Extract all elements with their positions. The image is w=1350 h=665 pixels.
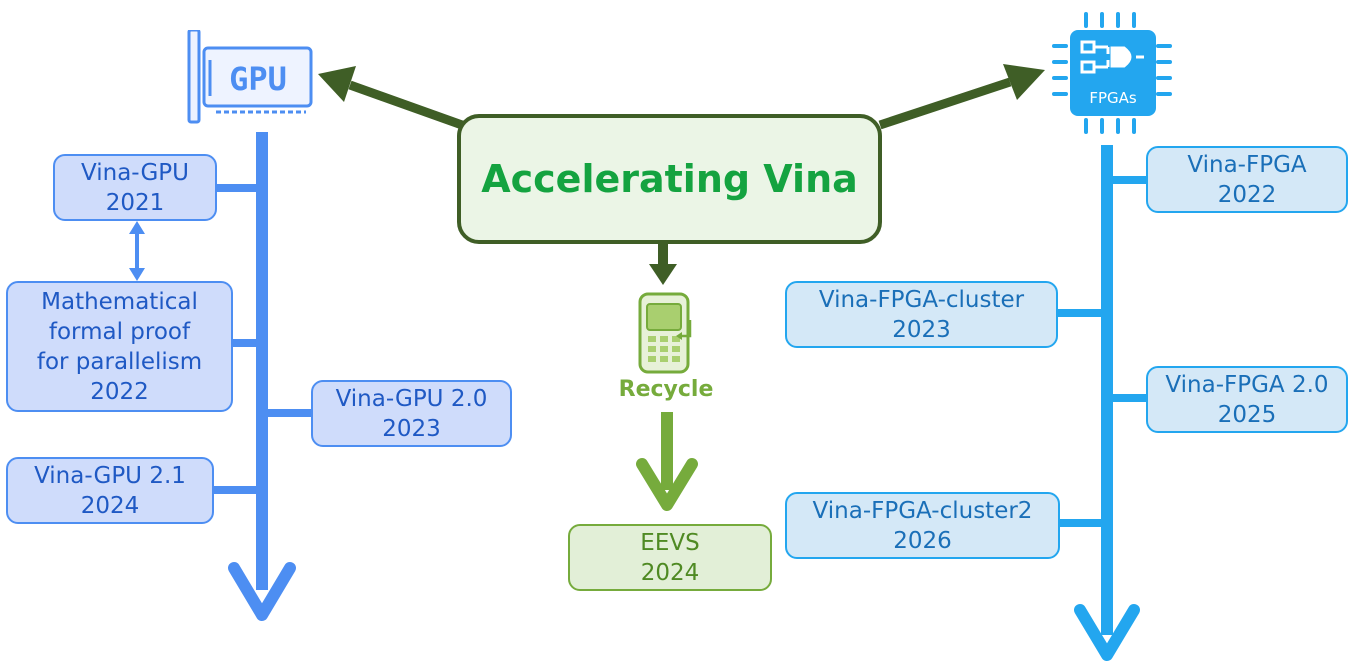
gpu-item-text-line: for parallelism — [36, 348, 203, 375]
arrow-to-gpu-head — [318, 66, 356, 102]
gpu-item-year: 2022 — [90, 378, 149, 405]
gpu-item-year: 2021 — [105, 189, 165, 216]
fpga-item-name: Vina-FPGA-cluster — [818, 286, 1025, 313]
fpga-item-name: Vina-FPGA — [1187, 151, 1307, 178]
recycle-item-eevs: EEVS 2024 — [568, 524, 772, 591]
fpga-icon-label: FPGAs — [1089, 89, 1137, 107]
gpu-timeline-arrowhead — [228, 562, 296, 621]
center-title: Accelerating Vina — [481, 157, 858, 201]
fpga-item-name: Vina-FPGA-cluster2 — [812, 497, 1033, 524]
gpu-item-text-line: Mathematical — [41, 288, 198, 315]
fpga-item-vina-fpga-2-0: Vina-FPGA 2.0 2025 — [1146, 366, 1348, 433]
fpga-item-year: 2022 — [1217, 181, 1277, 208]
fpga-item-vina-fpga-cluster: Vina-FPGA-cluster 2023 — [785, 281, 1058, 348]
recycle-phone-icon: Recycle — [619, 292, 714, 402]
center-title-box: Accelerating Vina — [457, 114, 882, 244]
recycle-item-year: 2024 — [640, 559, 700, 586]
gpu-item-name: Vina-GPU — [81, 159, 189, 186]
fpga-item-year: 2025 — [1217, 401, 1277, 428]
gpu-link-arrowhead-up — [129, 221, 145, 234]
gpu-icon-label: GPU — [229, 60, 287, 98]
arrow-to-fpga-head — [1003, 64, 1045, 100]
gpu-item-vina-gpu-2-0: Vina-GPU 2.0 2023 — [311, 380, 512, 447]
fpga-item-year: 2023 — [892, 316, 951, 343]
recycle-to-eevs-arrowhead — [636, 458, 698, 511]
gpu-item-year: 2024 — [80, 492, 140, 519]
gpu-item-text-line: formal proof — [48, 318, 191, 345]
fpga-item-vina-fpga-cluster2: Vina-FPGA-cluster2 2026 — [785, 492, 1060, 559]
fpga-timeline-arrowhead — [1074, 604, 1140, 661]
gpu-card-icon: GPU — [187, 30, 313, 124]
arrow-to-gpu-shaft — [348, 80, 464, 130]
fpga-chip-icon: FPGAs — [1052, 12, 1172, 134]
gpu-link-arrowhead-down — [129, 268, 145, 281]
recycle-icon-label: Recycle — [619, 377, 714, 402]
gpu-item-year: 2023 — [382, 415, 441, 442]
gpu-item-formal-proof: Mathematical formal proof for parallelis… — [6, 281, 233, 412]
gpu-item-name: Vina-GPU 2.0 — [335, 385, 488, 412]
arrow-to-fpga-shaft — [878, 77, 1012, 130]
gpu-item-vina-gpu: Vina-GPU 2021 — [53, 154, 217, 221]
fpga-item-name: Vina-FPGA 2.0 — [1165, 371, 1329, 398]
fpga-item-year: 2026 — [893, 527, 952, 554]
gpu-item-name: Vina-GPU 2.1 — [34, 462, 186, 489]
fpga-item-vina-fpga: Vina-FPGA 2022 — [1146, 146, 1348, 213]
arrow-to-recycle-head — [649, 264, 677, 285]
recycle-item-name: EEVS — [640, 529, 700, 556]
gpu-item-vina-gpu-2-1: Vina-GPU 2.1 2024 — [6, 457, 214, 524]
